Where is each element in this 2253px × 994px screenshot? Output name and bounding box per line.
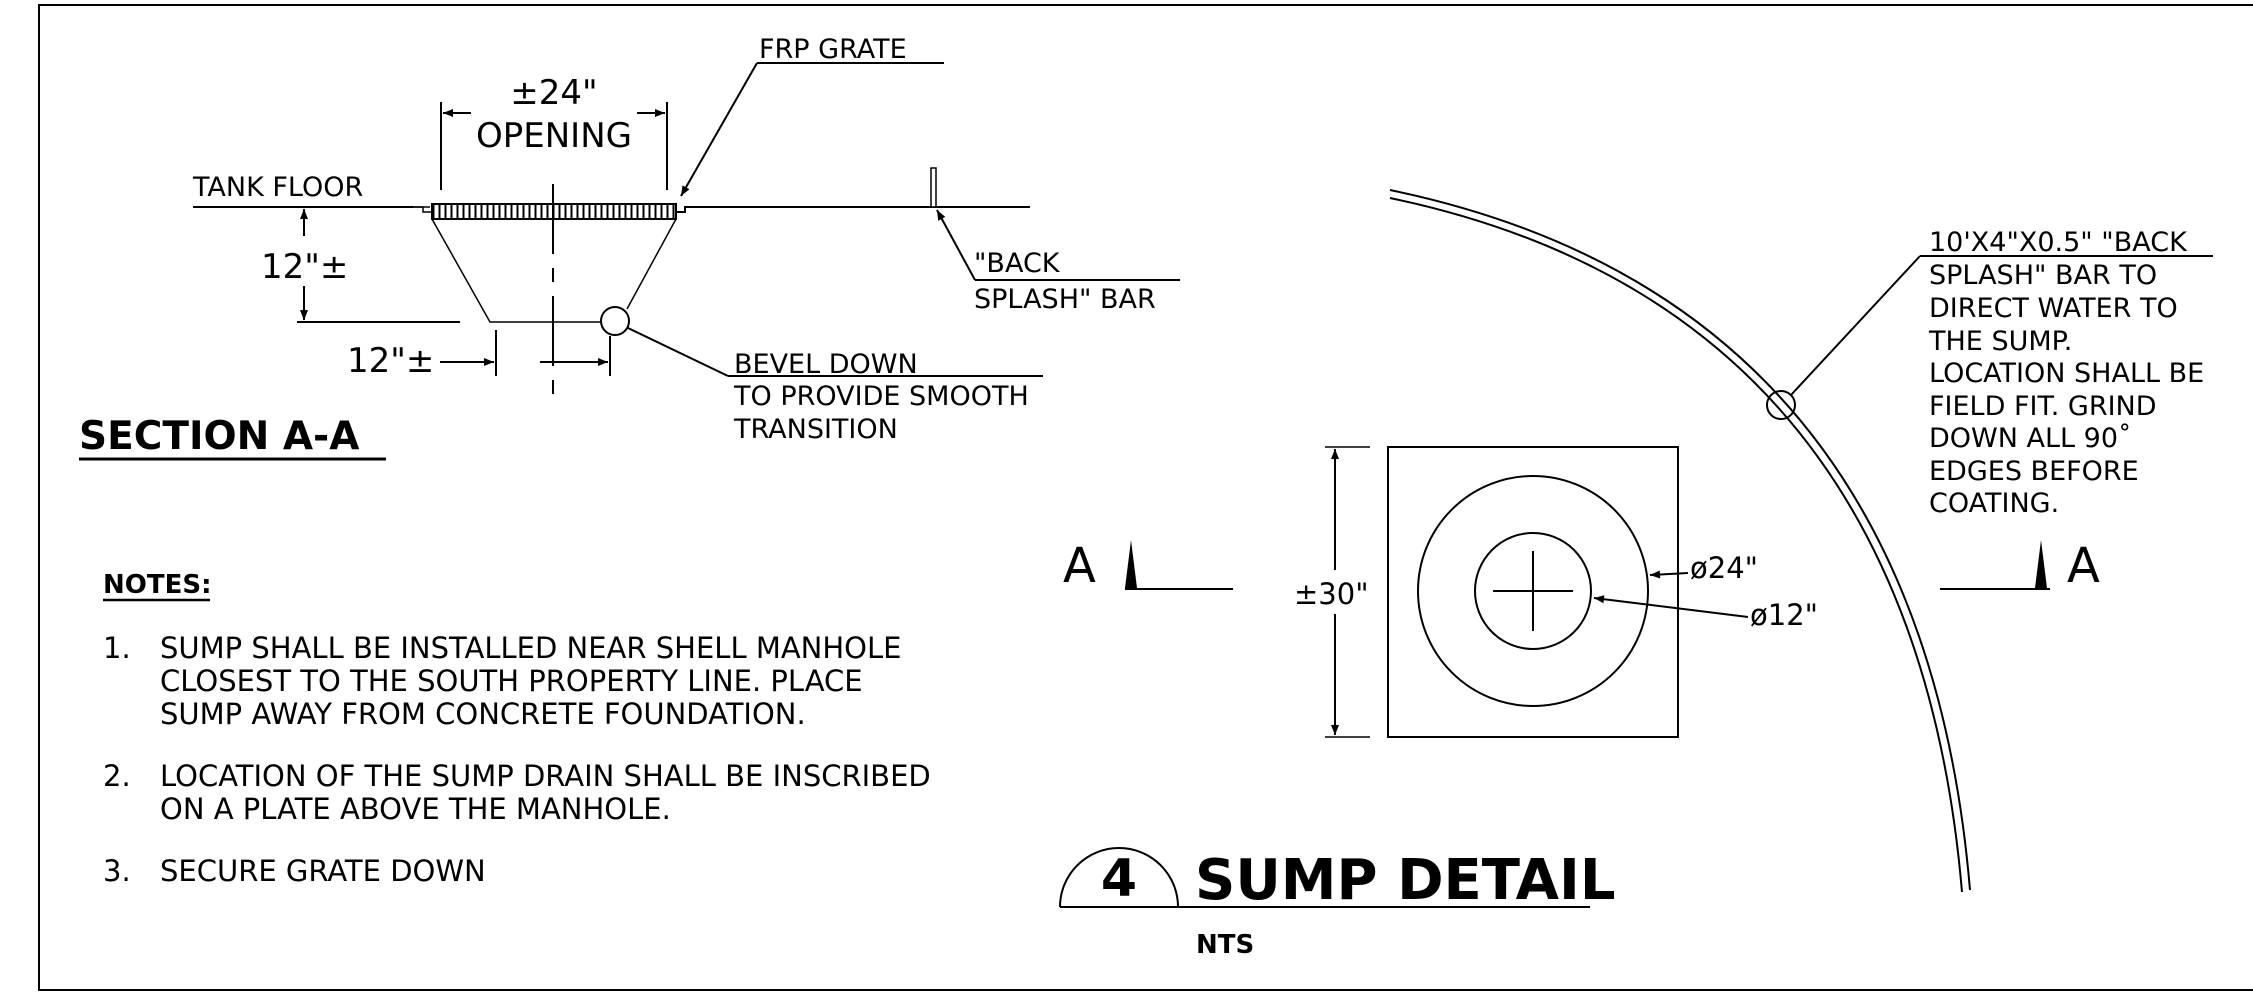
- notes: NOTES: 1. SUMP SHALL BE INSTALLED NEAR S…: [103, 570, 931, 888]
- opening-label: OPENING: [476, 116, 632, 156]
- note-1-number: 1.: [103, 631, 131, 665]
- bottom-dimension: 12"±: [347, 341, 434, 381]
- opening-dimension: ±24": [510, 73, 597, 113]
- plan-view: ±30" ø24" ø12" A A 10'X4"X0.5" "BACK SPL…: [1063, 189, 2213, 893]
- note-2-line-1: LOCATION OF THE SUMP DRAIN SHALL BE INSC…: [160, 759, 931, 793]
- note-3-line-1: SECURE GRATE DOWN: [160, 854, 486, 888]
- note-1-line-3: SUMP AWAY FROM CONCRETE FOUNDATION.: [160, 697, 806, 731]
- note-2-number: 2.: [103, 759, 131, 793]
- sump-wall-right: [626, 218, 677, 310]
- section-mark-left: A: [1063, 538, 1096, 594]
- outer-circle-24: [1417, 475, 1649, 707]
- callout-line-5: LOCATION SHALL BE: [1929, 358, 2204, 389]
- bevel-label-3: TRANSITION: [733, 414, 898, 445]
- back-splash-leader: [936, 209, 976, 281]
- detail-title: 4 SUMP DETAIL NTS: [1059, 847, 1616, 960]
- sheet-border: [38, 4, 2253, 991]
- tank-floor-label: TANK FLOOR: [192, 172, 363, 203]
- detail-number: 4: [1101, 849, 1137, 909]
- note-1-line-1: SUMP SHALL BE INSTALLED NEAR SHELL MANHO…: [160, 631, 901, 665]
- callout-line-4: THE SUMP.: [1928, 326, 2072, 357]
- outer-diameter-label: ø24": [1690, 551, 1758, 585]
- back-splash-plan-leader: [1790, 255, 1921, 396]
- callout-line-7: DOWN ALL 90˚: [1929, 423, 2132, 454]
- tank-shell-inner: [1389, 197, 1963, 893]
- section-title: SECTION A-A: [79, 414, 359, 459]
- depth-dimension: 12"±: [261, 247, 348, 287]
- bevel-label-1: BEVEL DOWN: [734, 349, 918, 380]
- frp-grate-label: FRP GRATE: [759, 34, 907, 65]
- tank-floor-line-right: [676, 206, 1030, 213]
- section-mark-right-arrow: [2035, 540, 2047, 588]
- outer-dia-leader: [1649, 570, 1689, 579]
- inner-dia-leader: [1593, 595, 1749, 618]
- square-dimension: ±30": [1294, 577, 1369, 611]
- callout-line-8: EDGES BEFORE: [1929, 456, 2139, 487]
- back-splash-label-1: "BACK: [974, 248, 1061, 279]
- note-1-line-2: CLOSEST TO THE SOUTH PROPERTY LINE. PLAC…: [160, 664, 863, 698]
- back-splash-label-2: SPLASH" BAR: [974, 284, 1156, 315]
- tank-shell-outer: [1389, 189, 1971, 891]
- back-splash-plan-circle: [1766, 390, 1796, 420]
- back-splash-bar: [930, 167, 937, 208]
- inner-circle-12: [1474, 532, 1592, 650]
- inner-diameter-label: ø12": [1750, 598, 1818, 632]
- sump-wall-left: [431, 218, 600, 323]
- sump-square: [1387, 446, 1679, 738]
- note-2-line-2: ON A PLATE ABOVE THE MANHOLE.: [160, 792, 671, 826]
- detail-scale: NTS: [1196, 930, 1254, 960]
- frp-grate-leader: [680, 62, 758, 197]
- section-a-a: TANK FLOOR FRP GRATE ±24" OPENING 12"± 1…: [79, 34, 1180, 461]
- section-mark-left-arrow: [1125, 540, 1137, 588]
- callout-line-9: COATING.: [1929, 488, 2059, 519]
- bevel-detail-circle: [600, 306, 630, 336]
- callout-line-3: DIRECT WATER TO: [1929, 293, 2178, 324]
- detail-title-text: SUMP DETAIL: [1195, 848, 1616, 913]
- callout-line-2: SPLASH" BAR TO: [1929, 260, 2157, 291]
- notes-heading: NOTES:: [103, 570, 211, 600]
- bevel-label-2: TO PROVIDE SMOOTH: [733, 381, 1029, 412]
- section-mark-right: A: [2067, 538, 2100, 594]
- bevel-leader: [627, 327, 729, 377]
- note-3-number: 3.: [103, 854, 131, 888]
- callout-line-6: FIELD FIT. GRIND: [1929, 391, 2157, 422]
- callout-line-1: 10'X4"X0.5" "BACK: [1929, 227, 2188, 258]
- detail-bubble: [1059, 847, 1179, 908]
